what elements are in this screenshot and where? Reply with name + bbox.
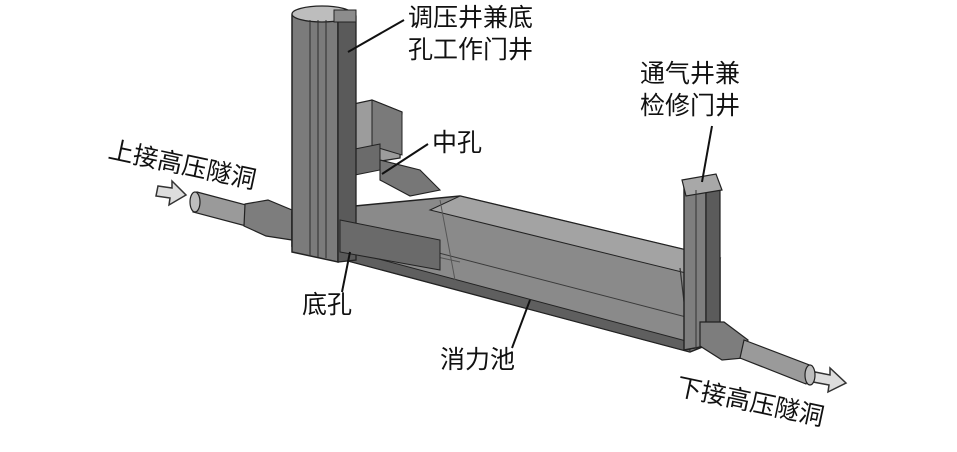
bottom-orifice-label: 底孔 (302, 290, 353, 319)
middle-orifice-leader (381, 143, 429, 175)
stilling-basin-label: 消力池 (440, 345, 516, 374)
surge-shaft-label-line1: 调压井兼底 (408, 3, 534, 32)
vent-shaft (681, 173, 723, 351)
inflow-arrow (155, 179, 188, 207)
outflow-arrow (812, 366, 848, 394)
surge-shaft (291, 5, 441, 271)
middle-orifice-label: 中孔 (432, 128, 483, 157)
stilling-basin-leader (511, 299, 531, 349)
surge-shaft-label: 调压井兼底 孔工作门井 (408, 2, 533, 66)
upper-tunnel-pipe (189, 191, 293, 241)
surge-shaft-label-line2: 孔工作门井 (408, 35, 534, 64)
vent-shaft-label-line2: 检修门井 (640, 91, 741, 120)
lower-tunnel-pipe (699, 321, 816, 386)
vent-shaft-label: 通气井兼 检修门井 (640, 58, 740, 122)
bottom-orifice-leader (341, 251, 351, 293)
vent-shaft-leader (701, 125, 713, 183)
vent-shaft-label-line1: 通气井兼 (640, 59, 741, 88)
surge-shaft-leader (347, 19, 405, 53)
